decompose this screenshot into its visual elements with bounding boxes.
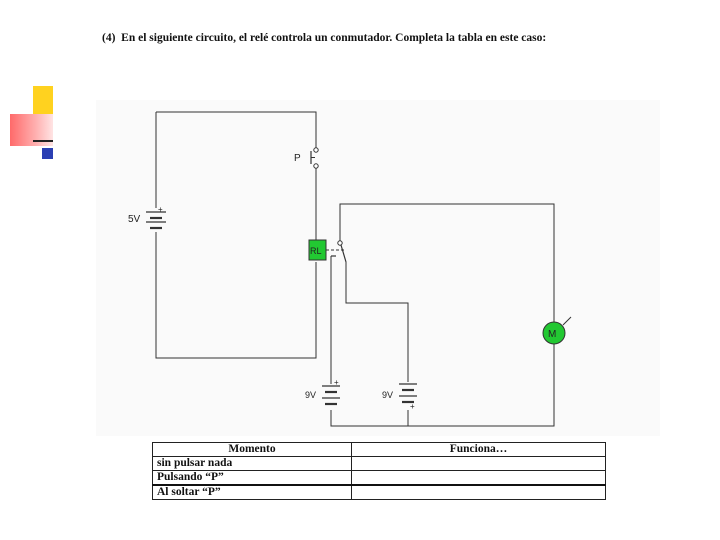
changeover-switch-symbol (331, 240, 347, 263)
motor-label: M (548, 329, 556, 340)
battery-5v-symbol (146, 211, 166, 230)
table-row: Al soltar “P” (152, 484, 606, 500)
battery-5v-plus: + (158, 205, 163, 214)
row-3-answer-cell[interactable] (351, 484, 606, 500)
answer-table: Momento Funciona… sin pulsar nada Pulsan… (152, 442, 606, 500)
pushbutton-label: P (294, 153, 301, 164)
battery-9v-right-plus: + (410, 402, 415, 411)
decorative-yellow-square (33, 86, 53, 116)
power-circuit-wires (330, 203, 555, 427)
battery-9v-right-symbol (399, 383, 417, 404)
battery-9v-right-label: 9V (382, 390, 393, 400)
table-header-row: Momento Funciona… (152, 442, 606, 457)
row-2-moment: Pulsando “P” (152, 470, 352, 486)
decorative-blue-square (42, 148, 53, 159)
decorative-line (33, 140, 53, 142)
battery-9v-left-symbol (322, 385, 340, 406)
circuit-background (96, 100, 660, 436)
header-works: Funciona… (351, 442, 606, 457)
table-row: Pulsando “P” (152, 470, 606, 486)
battery-5v-label: 5V (128, 214, 141, 225)
row-1-answer-cell[interactable] (351, 456, 606, 471)
row-2-answer-cell[interactable] (351, 470, 606, 486)
row-3-moment: Al soltar “P” (152, 484, 352, 500)
battery-9v-left-plus: + (334, 378, 339, 387)
table-row: sin pulsar nada (152, 456, 606, 471)
row-1-moment: sin pulsar nada (152, 456, 352, 471)
motor-arrow-icon (562, 316, 572, 326)
exercise-statement: En el siguiente circuito, el relé contro… (121, 32, 547, 44)
battery-9v-left-label: 9V (305, 390, 316, 400)
exercise-title: (4) En el siguiente circuito, el relé co… (102, 32, 546, 44)
exercise-number: (4) (102, 32, 116, 44)
relay-label: RL (310, 246, 322, 256)
motor-symbol (542, 321, 566, 345)
pushbutton-p-symbol (310, 147, 319, 169)
header-moment: Momento (152, 442, 352, 457)
control-circuit-wires (155, 111, 317, 359)
